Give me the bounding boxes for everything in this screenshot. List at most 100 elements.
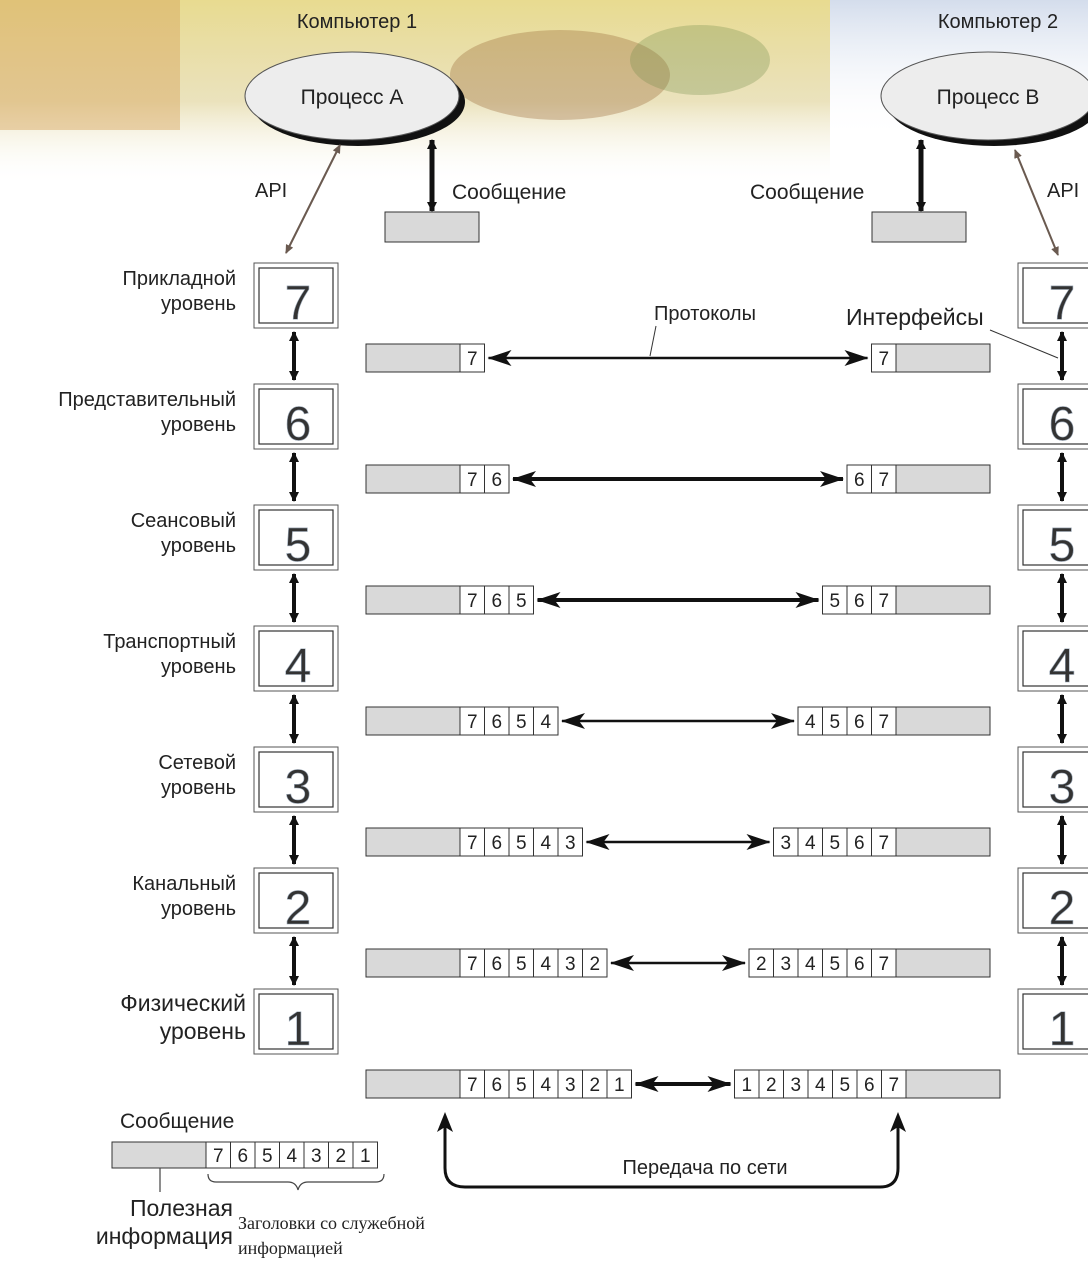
right-layer-7-box-number: 7 — [1049, 277, 1076, 330]
packet-right-2-header-text: 4 — [805, 954, 816, 975]
computer-1-title: Компьютер 1 — [297, 11, 417, 33]
packet-left-1-header-text: 6 — [491, 1075, 502, 1096]
packet-right-3-header-text: 4 — [805, 833, 816, 854]
packet-right-3-header-cell — [822, 827, 848, 857]
packet-right-5-payload — [895, 585, 991, 615]
packet-right-2-header-cell — [748, 948, 774, 978]
packet-right-1-header-cell — [881, 1069, 907, 1099]
legend-header-cell — [352, 1141, 378, 1169]
packet-right-7-header-text: 7 — [878, 349, 889, 370]
packet-left-2-header-text: 2 — [589, 954, 600, 975]
packet-left-1-header-text: 2 — [589, 1075, 600, 1096]
packet-right-4-header-cell — [871, 706, 897, 736]
packet-right-3-header-text: 7 — [878, 833, 889, 854]
packet-left-1-header-text: 4 — [540, 1075, 551, 1096]
network-transfer-path — [443, 1122, 900, 1189]
legend-payload-block — [111, 1141, 207, 1169]
legend-header-text: 6 — [237, 1146, 248, 1167]
legend-header-text: 5 — [262, 1146, 273, 1167]
packet-right-3-header-text: 6 — [854, 833, 865, 854]
packet-left-4-header-text: 7 — [467, 712, 478, 733]
message-label-right: Сообщение — [750, 181, 864, 204]
packet-left-2-header-text: 7 — [467, 954, 478, 975]
packet-right-6-payload — [895, 464, 991, 494]
legend-brace — [207, 1173, 385, 1191]
left-layer-7-box-number: 7 — [285, 277, 312, 330]
packet-right-2-header-text: 3 — [780, 954, 791, 975]
packet-right-2-header-text: 5 — [829, 954, 840, 975]
packet-left-4-header-cell — [459, 706, 485, 736]
packet-right-5-header-text: 5 — [829, 591, 840, 612]
right-layer-7-box — [1022, 267, 1088, 324]
packet-left-3-header-text: 6 — [491, 833, 502, 854]
packet-right-5-header-text: 7 — [878, 591, 889, 612]
left-layer-1-box — [258, 993, 334, 1050]
left-layer-2-box — [258, 872, 334, 929]
right-layer-5-box — [1022, 509, 1088, 566]
right-layer-6-box-number: 6 — [1049, 398, 1076, 451]
protocols-label: Протоколы — [654, 303, 756, 325]
legend-title: Сообщение — [120, 1110, 234, 1133]
api-arrow-left — [285, 144, 341, 254]
packet-left-4-header-cell — [533, 706, 559, 736]
packet-right-6-header-text: 7 — [878, 470, 889, 491]
packet-left-1-header-text: 3 — [565, 1075, 576, 1096]
packet-right-4-payload — [895, 706, 991, 736]
packet-right-1-header-text: 4 — [815, 1075, 826, 1096]
process-b-ellipse-label: Процесс В — [937, 86, 1040, 109]
packet-right-1-header-cell — [734, 1069, 760, 1099]
packet-left-6-header-text: 6 — [491, 470, 502, 491]
connectors: Передача по сети — [289, 331, 1067, 1189]
packet-left-3-header-cell — [508, 827, 534, 857]
legend-header-cell — [254, 1141, 280, 1169]
packet-right-5-header-text: 6 — [854, 591, 865, 612]
packet-left-5-header-cell — [508, 585, 534, 615]
packet-left-7-header-text: 7 — [467, 349, 478, 370]
packet-right-4-header-text: 6 — [854, 712, 865, 733]
packet-left-5-header-cell — [459, 585, 485, 615]
packet-right-3-header-text: 5 — [829, 833, 840, 854]
packet-left-1-payload — [365, 1069, 461, 1099]
packet-left-7-payload — [365, 343, 461, 373]
packet-right-2-header-cell — [846, 948, 872, 978]
left-layer-4-box-number: 4 — [285, 640, 312, 693]
packet-left-2-header-cell — [582, 948, 608, 978]
right-layer-6-box — [1022, 388, 1088, 445]
right-layer-1-box — [1022, 993, 1088, 1050]
packet-left-1-header-cell — [606, 1069, 632, 1099]
packet-right-1-header-cell — [783, 1069, 809, 1099]
packet-right-1-header-text: 1 — [741, 1075, 752, 1096]
process-b-ellipse — [880, 51, 1088, 141]
packet-left-2-header-cell — [533, 948, 559, 978]
packet-left-5-header-text: 5 — [516, 591, 527, 612]
packet-left-4-header-cell — [508, 706, 534, 736]
packet-left-3-header-cell — [533, 827, 559, 857]
packet-right-2-header-cell — [773, 948, 799, 978]
packet-right-3-header-cell — [797, 827, 823, 857]
packet-right-1-header-text: 6 — [864, 1075, 875, 1096]
left-layer-6-box — [258, 388, 334, 445]
process-a-ellipse-label: Процесс А — [301, 86, 404, 109]
api-label-right: API — [1047, 180, 1079, 202]
process-a-ellipse — [244, 51, 460, 141]
packet-right-2-header-cell — [871, 948, 897, 978]
packet-right-4-header-text: 7 — [878, 712, 889, 733]
packet-right-5-header-cell — [822, 585, 848, 615]
packet-left-2-header-text: 6 — [491, 954, 502, 975]
packet-left-4-header-text: 6 — [491, 712, 502, 733]
api-label-left: API — [255, 180, 287, 202]
packet-right-1-header-cell — [758, 1069, 784, 1099]
packet-left-1-header-cell — [459, 1069, 485, 1099]
packet-right-4-header-cell — [846, 706, 872, 736]
packet-left-2-payload — [365, 948, 461, 978]
packet-left-1-header-text: 1 — [614, 1075, 625, 1096]
message-block-left — [384, 211, 480, 243]
left-layer-6-box-number: 6 — [285, 398, 312, 451]
